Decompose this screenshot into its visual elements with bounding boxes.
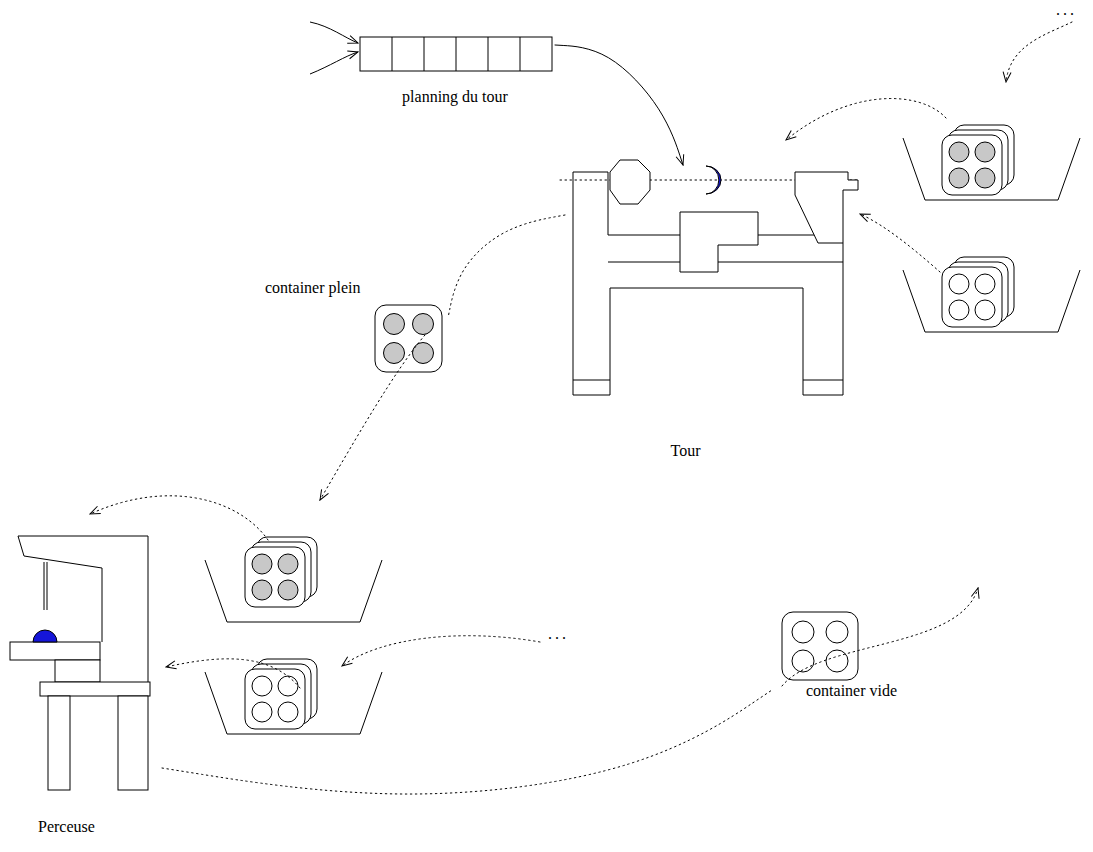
flow-lines — [90, 22, 1072, 688]
node-label: container vide — [806, 681, 940, 700]
full-container: container plein — [262, 277, 448, 378]
node-label: container plein — [265, 278, 448, 297]
flow-connector — [162, 690, 772, 794]
full-bin-drill — [205, 537, 382, 622]
drill-art — [10, 536, 150, 790]
empty-bin-lathe — [903, 257, 1080, 332]
continuation-dots: ... — [1056, 0, 1077, 19]
full-container-icon — [375, 305, 442, 372]
continuation-dots: ... — [548, 624, 569, 643]
full-bin-lathe — [903, 125, 1080, 200]
empty-bin-drill — [205, 659, 382, 734]
empty-container-icon — [782, 612, 858, 680]
flow-connector — [448, 215, 565, 318]
drill-machine: Perceuse — [12, 530, 162, 838]
node-label: Tour — [565, 441, 806, 460]
node-label: planning du tour — [355, 87, 555, 106]
empty-container: container vide — [772, 605, 940, 702]
queue-art — [310, 22, 552, 74]
queue-box: planning du tour — [355, 35, 555, 110]
flow-connector — [555, 45, 683, 165]
node-label: Perceuse — [38, 817, 162, 836]
lathe-machine: Tour — [565, 165, 860, 462]
connectors — [162, 45, 772, 794]
lathe-art — [560, 160, 858, 395]
